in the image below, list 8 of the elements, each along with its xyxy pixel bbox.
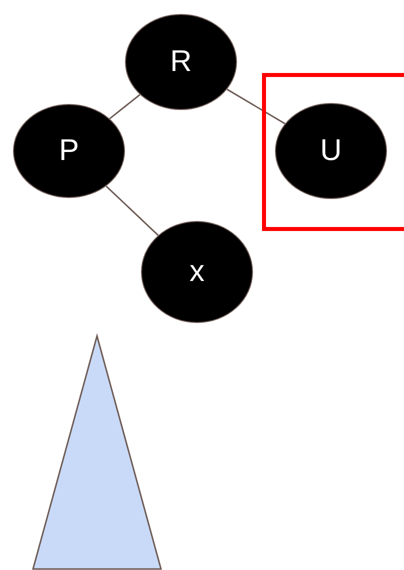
tree-edge <box>106 186 159 236</box>
highlight-frame <box>262 73 404 231</box>
tree-node: x <box>141 221 253 323</box>
tree-edge <box>226 88 286 124</box>
tree-node: P <box>13 104 125 198</box>
tree-node: U <box>275 103 387 199</box>
tree-node: R <box>125 14 237 110</box>
tree-edge <box>109 94 140 120</box>
